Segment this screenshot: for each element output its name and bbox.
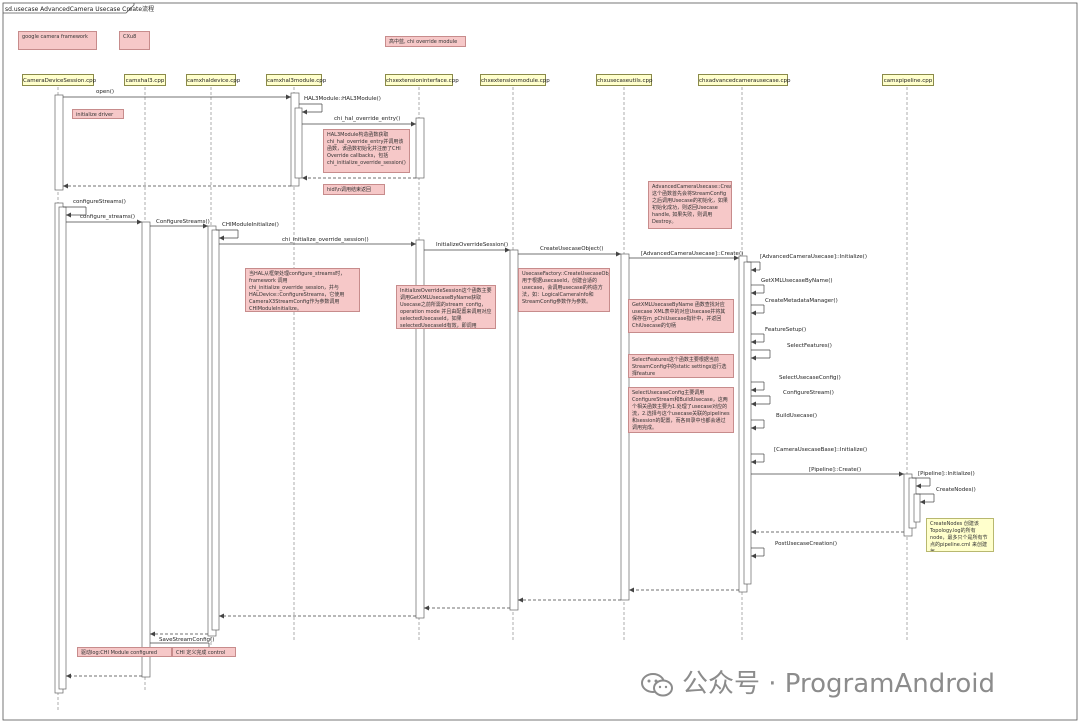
- arrowhead: [916, 483, 921, 489]
- msg-save-stream-config: SaveStreamConfig(): [159, 637, 215, 643]
- msg-open: open(): [96, 89, 115, 95]
- note-initialize-override-session: InitializeOverrideSession这个函数主要调用GetXMLU…: [396, 285, 496, 329]
- msg-chimodule-initialize: CHIModuleInitialize(): [222, 222, 279, 228]
- note-hidl-return: hidl\n调用结束返回: [323, 184, 385, 195]
- arrowhead: [751, 529, 756, 535]
- arrowhead: [219, 235, 224, 241]
- note-select-features: SelectFeatures这个函数主要根据当前StreamConfig中的st…: [628, 354, 734, 378]
- diagram-title: sd.usecase AdvancedCamera Usecase Create…: [5, 6, 155, 13]
- lifeline-chxextensioninterface: chxextensioninterface.cpp: [385, 74, 459, 86]
- lifeline-chxextensionmodule: chxextensionmodule.cpp: [480, 74, 550, 86]
- note-chi-control: CHI 定义完成 control: [172, 647, 236, 657]
- arrowhead: [150, 631, 155, 637]
- msg-configurestreams: configureStreams(): [73, 199, 126, 205]
- legend-note-framework: google camera framework: [18, 31, 97, 50]
- arrowhead: [899, 471, 904, 477]
- arrowhead: [411, 241, 416, 247]
- arrowhead: [751, 401, 756, 407]
- arrowhead: [734, 255, 739, 261]
- arrowhead: [751, 553, 756, 559]
- arrowhead: [751, 310, 756, 316]
- arrowhead: [505, 247, 510, 253]
- watermark: 公众号 · ProgramAndroid: [640, 666, 1060, 702]
- note-initialize-driver: initialize driver: [72, 109, 124, 119]
- msg-initialize-override-session: InitializeOverrideSession(): [436, 242, 509, 248]
- msg-feature-setup: FeatureSetup(): [765, 327, 807, 333]
- note-get-xml-usecase: GetXMLUsecaseByName 函数查找对应usecase XML表中的…: [628, 299, 734, 333]
- msg-advanced-initialize: [AdvancedCameraUsecase]::Initialize(): [760, 254, 867, 260]
- arrowhead: [219, 613, 224, 619]
- lifeline-camera-device-session: CameraDeviceSession.cpp: [22, 74, 96, 86]
- msg-get-xml-usecase-by-name: GetXMLUsecaseByName(): [761, 278, 833, 284]
- note-advanced-create: AdvancedCameraUsecase::Create 这个函数首先会将St…: [648, 181, 732, 229]
- note-select-usecase-config: SelectUsecaseConfig主要调用ConfigureStream和B…: [628, 387, 734, 433]
- arrowhead: [629, 587, 634, 593]
- note-hal3module-ctor: HAL3Module构造函数获取chi_hal_override_entry并调…: [323, 129, 410, 173]
- msg-camera-usecase-base-initialize: [CameraUsecaseBase]::Initialize(): [774, 447, 868, 453]
- note-create-nodes: CreateNodes 创建该Topology.log的所有node，最多只个是…: [926, 518, 994, 552]
- msg-select-features: SelectFeatures(): [787, 343, 832, 349]
- lifeline-camxhal3: camxhal3.cpp: [124, 74, 166, 86]
- lifeline-camxhal3module: camxhal3module.cpp: [266, 74, 326, 86]
- arrowhead: [751, 290, 756, 296]
- lifeline-camxpipeline: camxpipeline.cpp: [882, 74, 934, 86]
- msg-create-metadata-manager: CreateMetadataManager(): [765, 298, 838, 304]
- msg-create-usecase-object: CreateUsecaseObject(): [540, 246, 604, 252]
- msg-create-nodes: CreateNodes(): [936, 487, 976, 493]
- arrowhead: [751, 459, 756, 465]
- arrowhead: [63, 183, 68, 189]
- msg-pipeline-initialize: [Pipeline]::Initialize(): [918, 471, 975, 477]
- msg-advanced-create: [AdvancedCameraUsecase]::Create(): [641, 251, 744, 257]
- lifeline-chxadvancedcamerausecase: chxadvancedcamerausecase.cpp: [698, 74, 791, 86]
- note-configure-streams: 当HAL从框架处理configure_streams时，framework 调用…: [245, 268, 360, 312]
- note-driver-log: 驱动log:CHI Module configured streams...: [77, 647, 172, 657]
- msg-select-usecase-config: SelectUsecaseConfig(): [779, 375, 841, 381]
- arrowhead: [424, 605, 429, 611]
- arrowhead: [66, 212, 71, 218]
- arrowhead: [286, 94, 291, 100]
- lifeline-camxhaldevice: camxhaldevice.cpp: [186, 74, 240, 86]
- arrowhead: [920, 499, 925, 505]
- arrowhead: [66, 673, 71, 679]
- msg-chi-initialize-override-session: chi_initialize_override_session(): [282, 237, 369, 243]
- arrowhead: [751, 425, 756, 431]
- wechat-icon: [641, 672, 673, 696]
- arrowhead: [751, 387, 756, 393]
- legend-note-chi-override: 高中蓝, chi override module: [385, 36, 466, 47]
- msg-configure-stream: ConfigureStream(): [783, 390, 834, 396]
- arrowhead: [751, 355, 756, 361]
- msg-hal3module-ctor: HAL3Module::HAL3Module(): [304, 96, 381, 102]
- msg-configure-streams: configure_streams(): [80, 214, 136, 220]
- arrowhead: [203, 223, 208, 229]
- arrowhead: [137, 219, 142, 225]
- arrowhead: [518, 597, 523, 603]
- watermark-text: 公众号 · ProgramAndroid: [682, 669, 996, 699]
- lifeline-chxusecaseutils: chxusecaseutils.cpp: [596, 74, 652, 86]
- note-usecase-factory: UsecaseFactory::CreateUsecaseObject用于根据u…: [518, 268, 610, 312]
- msg-configurestreams-hal: ConfigureStreams(): [156, 219, 210, 225]
- msg-post-usecase-creation: PostUsecaseCreation(): [775, 541, 837, 547]
- arrowhead: [302, 175, 307, 181]
- arrowhead: [751, 339, 756, 345]
- arrowhead: [411, 121, 416, 127]
- arrowhead: [616, 251, 621, 257]
- arrowhead: [302, 109, 307, 115]
- msg-chi-hal-override-entry: chi_hal_override_entry(): [334, 116, 401, 122]
- msg-build-usecase: BuildUsecase(): [776, 413, 818, 419]
- msg-pipeline-create: [Pipeline]::Create(): [809, 467, 862, 473]
- arrowhead: [751, 267, 756, 273]
- legend-note-camx: CXu8: [119, 31, 150, 50]
